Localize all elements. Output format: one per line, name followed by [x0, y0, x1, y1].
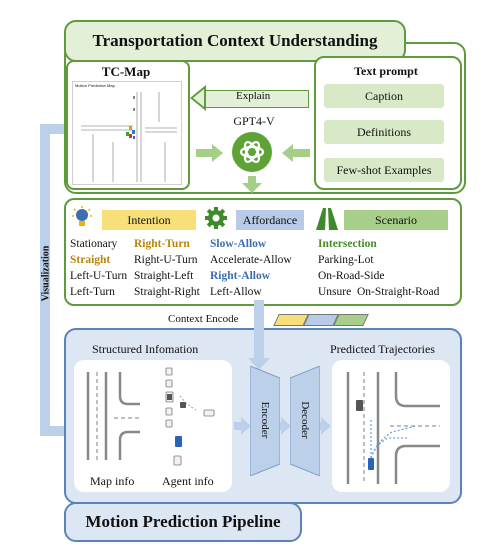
tcmap-title: TC-Map — [101, 64, 151, 79]
map-info-drawing — [86, 372, 140, 460]
scenario-header: Scenario — [344, 210, 448, 230]
intention-item: Left-U-Turn — [70, 270, 128, 282]
encoder-label: Encoder — [259, 401, 271, 439]
definitions-pill: Definitions — [324, 120, 444, 144]
intention-item: Left-Turn — [70, 286, 115, 298]
scenario-item: Intersection — [318, 238, 377, 250]
caption-pill: Caption — [324, 84, 444, 108]
context-encode-label: Context Encode — [168, 313, 239, 325]
bottom-title: Motion Prediction Pipeline — [64, 502, 302, 542]
predicted-title: Predicted Trajectories — [330, 342, 435, 356]
decoder-block — [290, 366, 320, 476]
tcmap-caption: Motion Prediction Map — [75, 83, 115, 88]
gpt-label: GPT4-V — [233, 114, 275, 128]
scenario-item: On-Road-Side — [318, 270, 385, 282]
structured-title: Structured Infomation — [92, 342, 199, 356]
map-info-label: Map info — [90, 474, 135, 488]
agent-info-label: Agent info — [162, 474, 214, 488]
intention-item: Right-Turn — [134, 238, 190, 250]
structured-card — [74, 360, 232, 492]
top-title: Transportation Context Understanding — [64, 20, 406, 62]
context-token-green — [333, 314, 369, 326]
few-shot-pill: Few-shot Examples — [324, 158, 444, 182]
text-prompt-title: Text prompt — [354, 64, 418, 78]
encoder-block — [250, 366, 280, 476]
gear-icon — [204, 206, 228, 230]
intention-item: Straight-Left — [134, 270, 194, 282]
visualization-label: Visualization — [40, 245, 52, 302]
affordance-item: Slow-Allow — [210, 238, 267, 250]
tcmap-image: Motion Prediction Map — [72, 81, 182, 185]
affordance-header: Affordance — [236, 210, 304, 230]
affordance-item: Right-Allow — [210, 270, 271, 282]
lightbulb-icon — [72, 206, 92, 230]
explain-label: Explain — [236, 90, 271, 102]
scenario-item: Unsure On-Straight-Road — [318, 286, 440, 298]
agent-info-drawing — [165, 367, 215, 466]
predicted-drawing — [346, 372, 440, 484]
decoder-label: Decoder — [299, 401, 311, 439]
explain-arrow — [190, 85, 309, 111]
affordance-item: Accelerate-Allow — [210, 254, 292, 266]
intention-item: Straight-Right — [134, 286, 200, 298]
gpt-logo-icon — [232, 132, 272, 172]
intention-item: Right-U-Turn — [134, 254, 198, 266]
scenario-item: Parking-Lot — [318, 254, 374, 266]
intention-item: Straight — [70, 254, 111, 266]
road-icon — [316, 208, 338, 230]
intention-header: Intention — [102, 210, 196, 230]
affordance-item: Left-Allow — [210, 286, 262, 298]
intention-item: Stationary — [70, 238, 118, 250]
